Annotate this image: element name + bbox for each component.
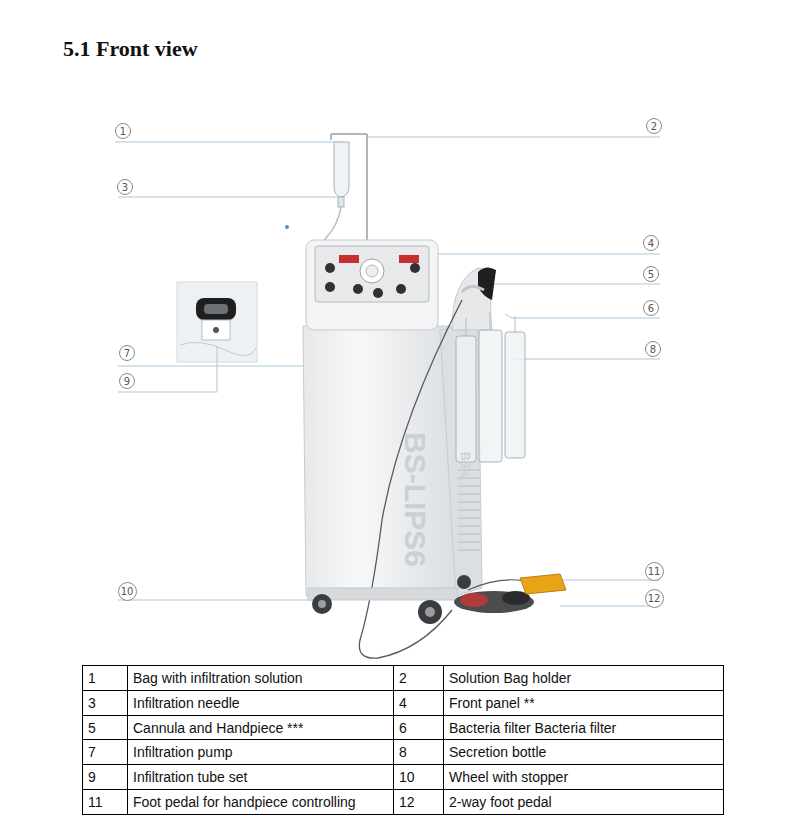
brand-text: BS-LIPS6 [398, 432, 432, 567]
table-cell: Infiltration pump [133, 740, 233, 764]
machine [303, 134, 566, 658]
page-title: 5.1 Front view [63, 36, 198, 62]
table-cell: Secretion bottle [449, 740, 546, 764]
table-number: 8 [399, 740, 407, 764]
table-number: 2 [399, 666, 407, 690]
table-cell: 2-way foot pedal [449, 790, 552, 814]
callout-number: 7 [124, 348, 130, 359]
table-cell: Foot pedal for handpiece controlling [133, 790, 356, 814]
table-number: 9 [88, 765, 96, 789]
callout-number: 2 [651, 121, 657, 132]
table-cell: Wheel with stopper [449, 765, 568, 789]
table-number: 3 [88, 691, 96, 715]
callout-circle: 10 [118, 582, 137, 601]
callout-circle: 8 [645, 341, 661, 357]
callout-number: 8 [650, 344, 656, 355]
table-number: 4 [399, 691, 407, 715]
callout-circle: 6 [643, 300, 659, 316]
callout-circle: 2 [646, 118, 662, 134]
callout-circle: 1 [115, 123, 131, 139]
callout-number: 12 [648, 593, 661, 604]
table-cell: Solution Bag holder [449, 666, 571, 690]
marker-dot [285, 225, 289, 229]
brand-text: BS-L [458, 452, 472, 480]
table-grid [83, 666, 724, 815]
table-number: 5 [88, 716, 96, 740]
table-cell: Cannula and Handpiece *** [133, 716, 303, 740]
table-number: 12 [399, 790, 415, 814]
callout-number: 4 [648, 238, 654, 249]
callout-circle: 11 [645, 562, 664, 581]
callout-circle: 3 [117, 179, 133, 195]
table-cell: Infiltration tube set [133, 765, 247, 789]
callout-circle: 7 [119, 345, 135, 361]
callout-circle: 5 [643, 266, 659, 282]
table-cell: Bacteria filter Bacteria filter [449, 716, 616, 740]
callout-circle: 9 [119, 373, 135, 389]
callout-number: 5 [648, 269, 654, 280]
callout-number: 3 [122, 182, 128, 193]
table-cell: Infiltration needle [133, 691, 240, 715]
table-cell: Front panel ** [449, 691, 535, 715]
table-number: 10 [399, 765, 415, 789]
callout-number: 6 [648, 303, 654, 314]
table-number: 6 [399, 716, 407, 740]
callout-number: 11 [648, 566, 661, 577]
callout-number: 9 [124, 376, 130, 387]
callout-number: 1 [120, 126, 126, 137]
callout-circle: 4 [643, 235, 659, 251]
table-number: 11 [88, 790, 103, 814]
leader-lines [115, 137, 660, 606]
table-number: 7 [88, 740, 96, 764]
callout-circle: 12 [645, 589, 664, 608]
table-cell: Bag with infiltration solution [133, 666, 303, 690]
table-number: 1 [88, 666, 96, 690]
callout-number: 10 [121, 586, 134, 597]
